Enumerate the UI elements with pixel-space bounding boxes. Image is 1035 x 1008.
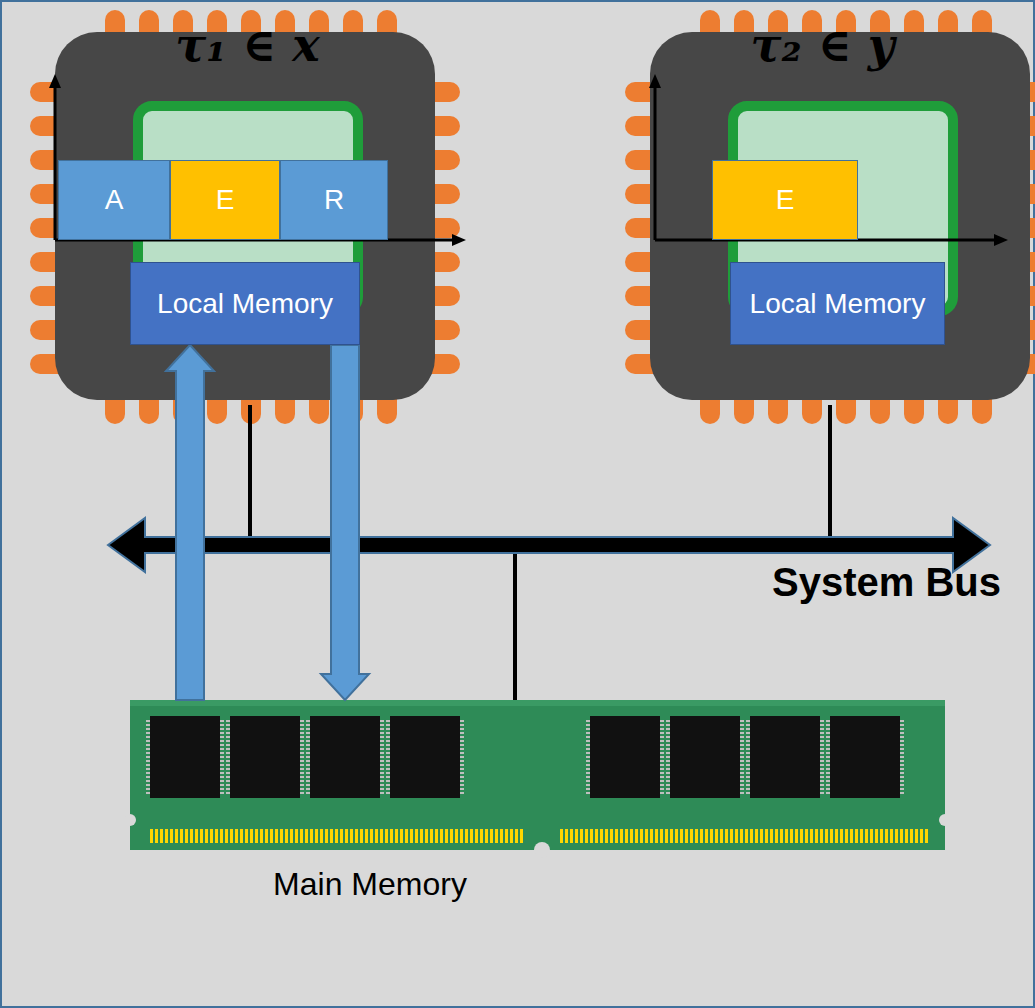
node-label: Local Memory <box>151 287 339 321</box>
node-title: τ₂ ∈ y <box>695 18 950 72</box>
task-phase-box: R <box>280 160 388 240</box>
main-memory-module: Main Memory <box>130 700 945 850</box>
node-title: τ₁ ∈ x <box>120 18 375 72</box>
task-phase-box: E <box>712 160 858 240</box>
processor-chip: τ₁ ∈ x A E R Local Memory <box>30 10 465 430</box>
node-title: Main Memory <box>240 866 500 903</box>
node-label: E <box>210 183 241 217</box>
node-label: R <box>318 183 350 217</box>
node-label: E <box>770 183 801 217</box>
local-memory-box: Local Memory <box>130 262 360 345</box>
data-transfer-arrow <box>321 345 369 700</box>
data-transfer-arrow <box>166 345 214 700</box>
node-label: A <box>99 183 130 217</box>
task-phase-box: A <box>58 160 170 240</box>
task-phase-box: E <box>170 160 280 240</box>
bus-label: System Bus <box>772 560 1001 605</box>
local-memory-box: Local Memory <box>730 262 945 345</box>
node-label: Local Memory <box>744 287 932 321</box>
processor-chip: τ₂ ∈ y E Local Memory <box>625 10 1035 430</box>
